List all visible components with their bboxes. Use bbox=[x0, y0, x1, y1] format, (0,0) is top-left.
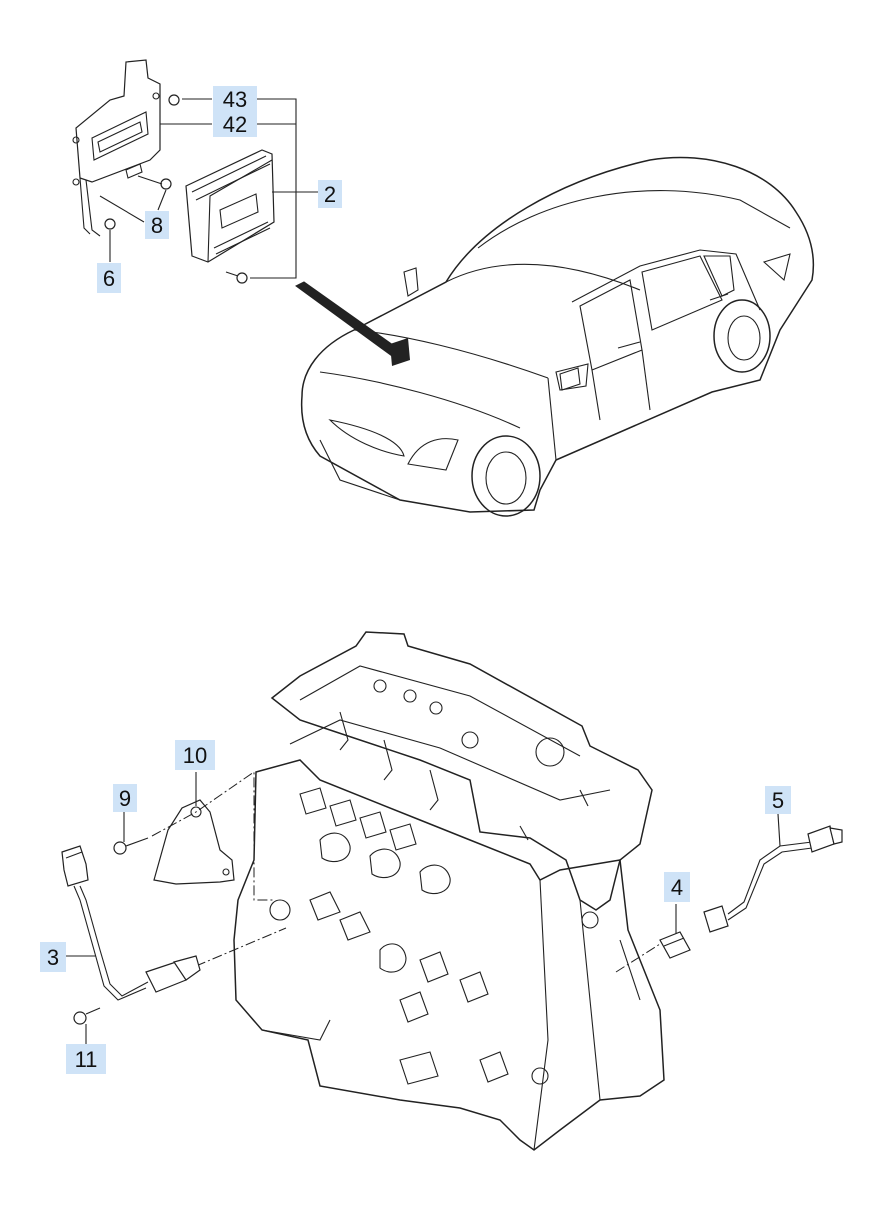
heat-shield bbox=[153, 772, 235, 885]
svg-text:2: 2 bbox=[324, 182, 336, 207]
bolt-9 bbox=[113, 808, 149, 855]
car-illustration bbox=[300, 156, 815, 517]
svg-text:8: 8 bbox=[151, 213, 163, 238]
harness-5 bbox=[703, 813, 843, 933]
sensor-4 bbox=[659, 904, 691, 959]
callout-43: 43 bbox=[213, 86, 257, 112]
engine-block bbox=[233, 631, 665, 1151]
callout-3: 3 bbox=[40, 942, 66, 972]
alignment-line-sensor3 bbox=[195, 927, 287, 967]
alignment-line-sensor4 bbox=[615, 943, 661, 973]
svg-text:10: 10 bbox=[183, 743, 207, 768]
sensor-3 bbox=[61, 845, 201, 1025]
callout-11: 11 bbox=[66, 1044, 106, 1074]
callout-6: 6 bbox=[97, 263, 121, 293]
svg-text:3: 3 bbox=[47, 945, 59, 970]
svg-text:6: 6 bbox=[103, 266, 115, 291]
ecu-fasteners bbox=[104, 94, 248, 284]
svg-text:9: 9 bbox=[119, 786, 131, 811]
callout-8: 8 bbox=[145, 211, 169, 239]
svg-text:5: 5 bbox=[772, 788, 784, 813]
ecu-module bbox=[185, 149, 275, 263]
alignment-line-shield bbox=[151, 771, 274, 901]
callout-9: 9 bbox=[113, 784, 137, 812]
svg-text:4: 4 bbox=[671, 875, 683, 900]
svg-text:42: 42 bbox=[223, 112, 247, 137]
location-arrow bbox=[295, 281, 401, 357]
ecu-bracket bbox=[72, 59, 161, 237]
top-leader-lines bbox=[99, 98, 318, 279]
callout-10: 10 bbox=[175, 740, 215, 770]
svg-text:11: 11 bbox=[75, 1047, 98, 1072]
svg-text:43: 43 bbox=[223, 87, 247, 112]
callout-4: 4 bbox=[664, 872, 690, 902]
bottom-leader-lines bbox=[64, 955, 96, 1044]
callout-5: 5 bbox=[765, 786, 791, 814]
callout-2: 2 bbox=[318, 180, 342, 208]
callout-42: 42 bbox=[213, 111, 257, 137]
